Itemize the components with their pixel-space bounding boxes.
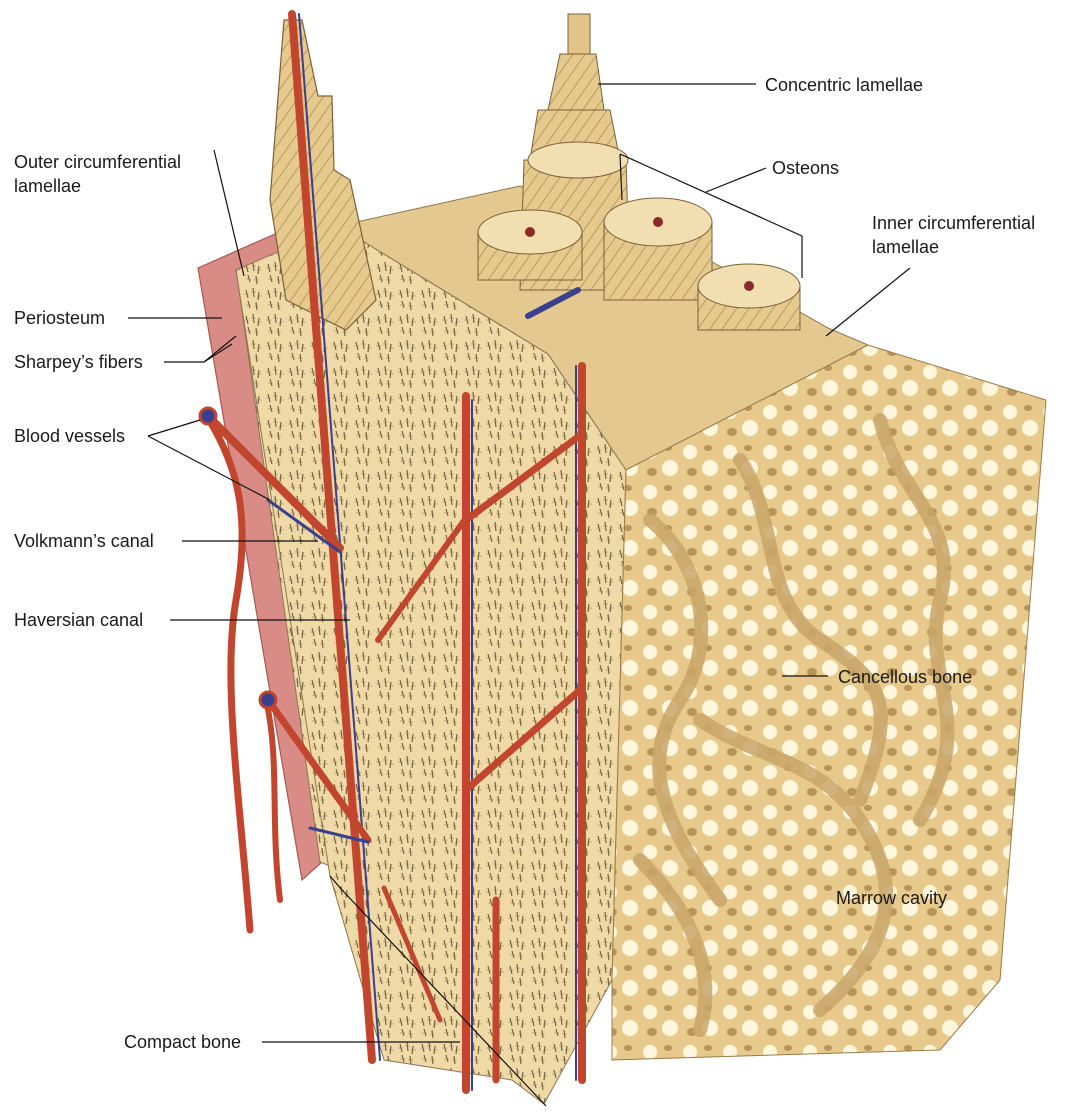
label-osteons: Osteons xyxy=(772,158,839,178)
label-outer-circumferential-lamellae-2: lamellae xyxy=(14,176,81,196)
label-cancellous-bone: Cancellous bone xyxy=(838,667,972,687)
label-blood-vessels: Blood vessels xyxy=(14,426,125,446)
vessel-cross-section xyxy=(260,692,276,708)
osteon-tall-left xyxy=(270,20,376,330)
label-volkmanns-canal: Volkmann’s canal xyxy=(14,531,154,551)
label-compact-bone: Compact bone xyxy=(124,1032,241,1052)
label-concentric-lamellae: Concentric lamellae xyxy=(765,75,923,95)
label-sharpeys-fibers: Sharpey’s fibers xyxy=(14,352,143,372)
label-haversian-canal: Haversian canal xyxy=(14,610,143,630)
vessel-cross-section xyxy=(200,408,216,424)
label-marrow-cavity: Marrow cavity xyxy=(836,888,947,908)
label-inner-circumferential-lamellae-1: Inner circumferential xyxy=(872,213,1035,233)
label-periosteum: Periosteum xyxy=(14,308,105,328)
label-inner-circumferential-lamellae-2: lamellae xyxy=(872,237,939,257)
label-outer-circumferential-lamellae-1: Outer circumferential xyxy=(14,152,181,172)
